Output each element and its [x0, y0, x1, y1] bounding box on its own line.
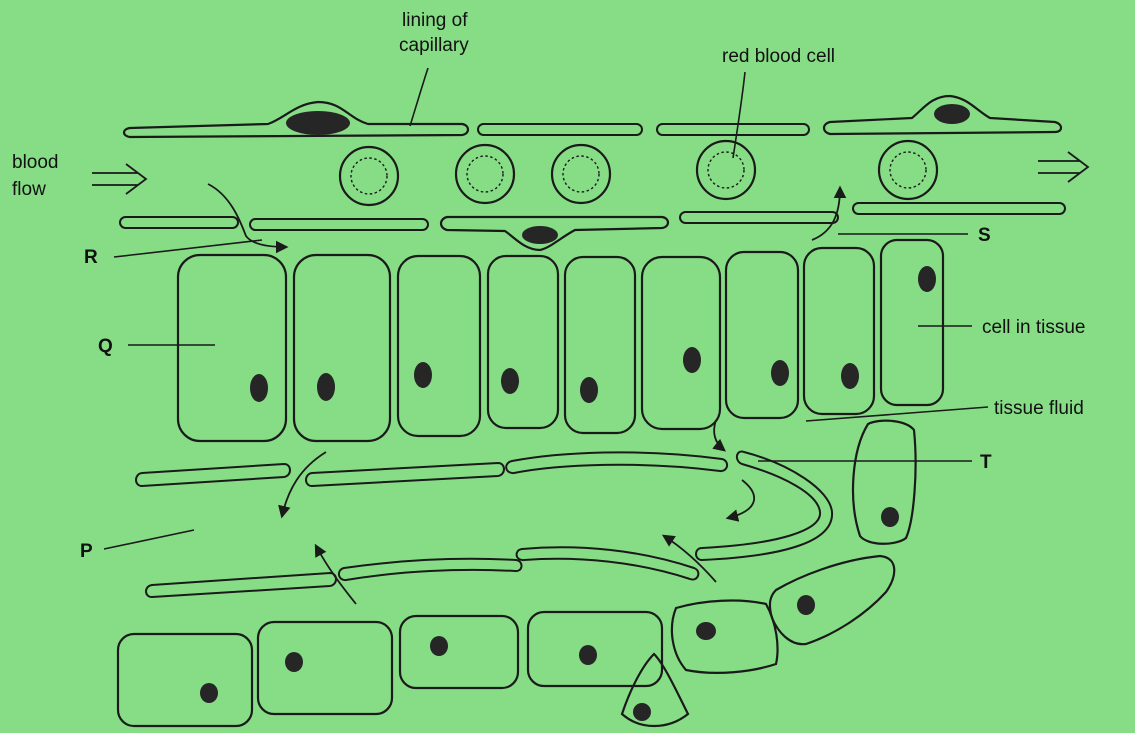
- tissue-fluid-arrow: [714, 420, 724, 450]
- nucleus-icon: [934, 104, 970, 124]
- leader-lines: [104, 68, 988, 549]
- label-S: S: [978, 225, 991, 246]
- label-T: T: [980, 452, 992, 473]
- red-blood-cell: [879, 141, 937, 199]
- nucleus-icon: [918, 266, 936, 292]
- capillary-lower-wall: [120, 203, 1065, 250]
- red-blood-cell: [552, 145, 610, 203]
- label-R: R: [84, 247, 98, 268]
- label-Q: Q: [98, 336, 113, 357]
- tissue-cell: [178, 255, 286, 441]
- fluid-entry-arrow: [812, 188, 840, 240]
- tissue-cell: [770, 556, 894, 644]
- lymph-wall-segment: [339, 559, 522, 580]
- double-arrow-right-icon: [1038, 152, 1088, 182]
- nucleus-icon: [881, 507, 899, 527]
- capillary-wall-segment: [120, 217, 238, 228]
- label-P: P: [80, 541, 93, 562]
- red-blood-cells: [340, 141, 937, 205]
- label-blood-flow-line2: flow: [12, 179, 46, 200]
- nucleus-icon: [286, 111, 350, 135]
- label-lining-of-capillary-line2: capillary: [399, 35, 469, 56]
- nucleus-icon: [771, 360, 789, 386]
- lymph-wall-segment: [517, 547, 699, 579]
- tissue-cell: [565, 257, 635, 433]
- nucleus-icon: [683, 347, 701, 373]
- label-red-blood-cell: red blood cell: [722, 46, 835, 67]
- tissue-cell: [398, 256, 480, 436]
- label-tissue-fluid: tissue fluid: [994, 398, 1084, 419]
- capillary-wall-segment: [478, 124, 642, 135]
- tissue-cell: [258, 622, 392, 714]
- nucleus-icon: [501, 368, 519, 394]
- lymph-flow-arrow: [728, 480, 754, 518]
- tissue-cell: [881, 240, 943, 405]
- red-blood-cell: [340, 147, 398, 205]
- tissue-cell: [294, 255, 390, 441]
- nucleus-icon: [317, 373, 335, 401]
- nucleus-icon: [797, 595, 815, 615]
- lymph-wall-segment: [506, 452, 727, 473]
- tissue-cell: [804, 248, 874, 414]
- nucleus-icon: [522, 226, 558, 244]
- capillary-wall-segment: [250, 219, 428, 230]
- lymph-wall-segment: [306, 463, 504, 486]
- nucleus-icon: [580, 377, 598, 403]
- nucleus-icon: [633, 703, 651, 721]
- lymph-flow-arrow: [282, 452, 326, 516]
- double-arrow-right-icon: [92, 164, 146, 194]
- tissue-cell: [622, 654, 688, 726]
- nucleus-icon: [841, 363, 859, 389]
- nucleus-icon: [200, 683, 218, 703]
- label-lining-of-capillary-line1: lining of: [402, 10, 468, 31]
- red-blood-cell: [697, 141, 755, 199]
- nucleus-icon: [696, 622, 716, 640]
- nucleus-icon: [250, 374, 268, 402]
- tissue-cell: [118, 634, 252, 726]
- nucleus-icon: [285, 652, 303, 672]
- tissue-cell: [642, 257, 720, 429]
- lymph-flow-arrow: [316, 546, 356, 604]
- tissue-cell: [488, 256, 558, 428]
- tissue-cell: [853, 421, 916, 544]
- lymph-wall-segment: [146, 573, 336, 597]
- nucleus-icon: [430, 636, 448, 656]
- red-blood-cell: [456, 145, 514, 203]
- capillary-wall-segment: [853, 203, 1065, 214]
- fluid-exit-arrow: [208, 184, 286, 247]
- nucleus-icon: [579, 645, 597, 665]
- capillary-wall-segment: [680, 212, 838, 223]
- lymph-vessel-upper-wall: [136, 452, 832, 560]
- lymph-vessel-lower-wall: [146, 547, 698, 597]
- capillary-upper-wall: [124, 96, 1061, 137]
- label-blood-flow-line1: blood: [12, 152, 59, 173]
- tissue-cell: [672, 601, 778, 673]
- tissue-cells-upper: [178, 240, 943, 441]
- nucleus-icon: [414, 362, 432, 388]
- label-cell-in-tissue: cell in tissue: [982, 317, 1086, 338]
- lymph-flap-valve: [696, 452, 832, 560]
- tissue-cell: [400, 616, 518, 688]
- tissue-cell: [726, 252, 798, 418]
- lymph-wall-segment: [136, 464, 290, 486]
- capillary-wall-segment: [657, 124, 809, 135]
